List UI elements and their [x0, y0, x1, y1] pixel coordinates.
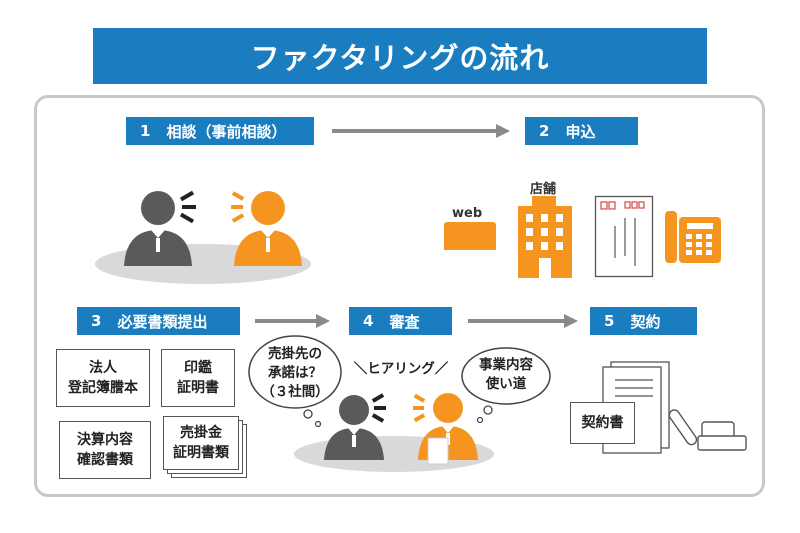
- step-3-text: 必要書類提出: [117, 312, 208, 331]
- hearing-label: ＼ヒアリング／: [353, 361, 449, 377]
- web-label: web: [452, 206, 483, 221]
- seal-certificate-document: 印鑑証明書: [161, 349, 235, 407]
- seal-stamp-icon: [668, 409, 747, 451]
- bubble-line: 事業内容: [479, 357, 533, 373]
- arrow-4-to-5: [468, 314, 578, 328]
- customer-person-icon: [324, 393, 386, 460]
- step-2-number: 2: [539, 122, 550, 140]
- left-bubble-text: 売掛先の 承諾は？ （３社間）: [250, 345, 340, 402]
- step-4-text: 審査: [389, 312, 420, 331]
- step-3-number: 3: [91, 312, 102, 330]
- mail-envelope-icon: [594, 195, 654, 278]
- doc-line: 証明書: [177, 380, 219, 396]
- doc-line: 確認書類: [77, 452, 133, 468]
- right-speech-bubble: [461, 347, 551, 424]
- financial-statement-document: 決算内容確認書類: [59, 421, 151, 479]
- bubble-line: （３社間）: [261, 383, 329, 400]
- step-4-number: 4: [363, 312, 374, 330]
- step-5-label: 5 契約: [590, 307, 697, 335]
- store-label: 店舗: [530, 182, 557, 197]
- customer-person-icon: [124, 190, 196, 266]
- step-1-text: 相談（事前相談）: [166, 122, 287, 141]
- step-1-label: 1 相談（事前相談）: [126, 117, 314, 145]
- consultation-illustration: [95, 190, 311, 284]
- bubble-line: 使い道: [485, 375, 527, 392]
- receivables-certificate-document: 売掛金証明書類: [163, 416, 239, 470]
- page-title: ファクタリングの流れ: [93, 28, 707, 84]
- bubble-line: 売掛先の: [268, 346, 322, 362]
- hearing-illustration: [294, 393, 494, 472]
- arrow-3-to-4: [255, 314, 330, 328]
- step-2-text: 申込: [565, 122, 596, 141]
- step-4-label: 4 審査: [349, 307, 452, 335]
- doc-line: 印鑑: [184, 359, 212, 376]
- step-5-text: 契約: [630, 312, 661, 331]
- doc-line: 決算内容: [77, 431, 133, 448]
- step-3-label: 3 必要書類提出: [77, 307, 240, 335]
- doc-line: 証明書類: [173, 445, 229, 461]
- corporate-registry-document: 法人登記簿謄本: [56, 349, 150, 407]
- step-5-number: 5: [604, 312, 615, 330]
- store-building-icon: [518, 196, 572, 278]
- doc-line: 登記簿謄本: [68, 380, 138, 396]
- doc-line: 売掛金: [180, 424, 222, 441]
- step-1-number: 1: [140, 122, 151, 140]
- bubble-line: 承諾は？: [268, 364, 322, 381]
- flow-frame: [34, 95, 765, 497]
- left-speech-bubble: [248, 335, 342, 428]
- staff-person-icon: [231, 191, 302, 266]
- contract-label: 契約書: [570, 402, 635, 444]
- staff-person-icon: [413, 393, 478, 465]
- doc-line: 法人: [89, 359, 117, 376]
- laptop-icon: [444, 222, 496, 253]
- right-bubble-text: 事業内容 使い道: [463, 356, 549, 394]
- telephone-icon: [665, 211, 721, 263]
- step-2-label: 2 申込: [525, 117, 638, 145]
- arrow-1-to-2: [332, 124, 510, 138]
